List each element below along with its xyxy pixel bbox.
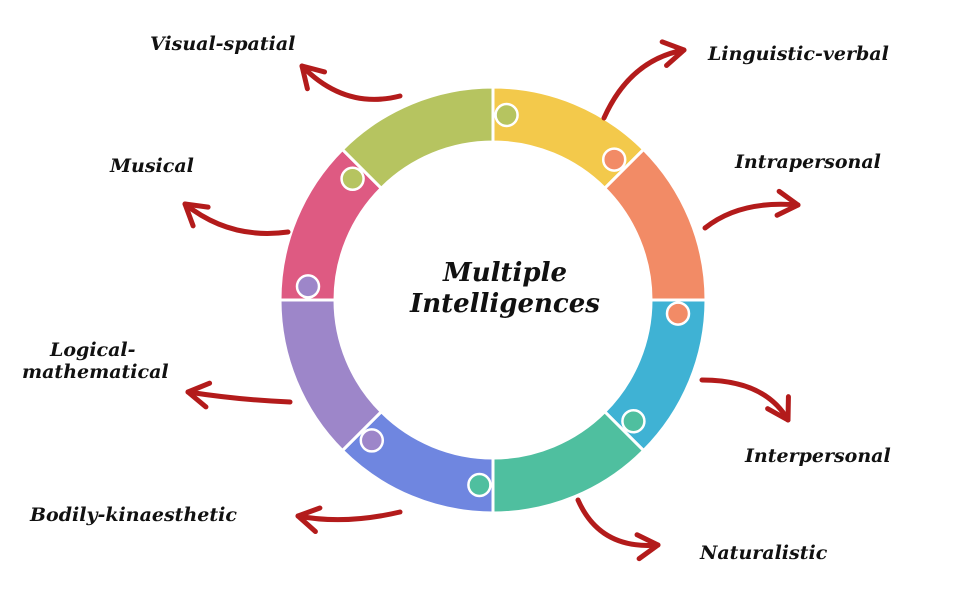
arrow-interpersonal-head [765, 394, 791, 423]
arrow-logical-mathematical-head [185, 380, 213, 410]
arrow-logical-mathematical [185, 380, 293, 410]
ring-segment-logical [278, 298, 384, 453]
puzzle-knob [494, 102, 519, 128]
center-title-line1: Multiple [442, 258, 568, 288]
arrow-visual-spatial-shaft [299, 63, 403, 102]
arrow-bodily-kinaesthetic [295, 505, 403, 535]
label-logical-line2: mathematical [22, 360, 169, 383]
arrow-visual-spatial [299, 63, 403, 102]
arrow-naturalistic-shaft [575, 497, 661, 548]
arrow-linguistic-verbal-head [659, 39, 687, 68]
ring-segment-naturalistic [491, 409, 646, 515]
label-interpersonal: Interpersonal [745, 445, 891, 467]
arrow-linguistic-verbal-shaft [601, 47, 687, 121]
arrow-musical-head [182, 201, 211, 229]
ring-segment-visual [340, 85, 495, 191]
label-logical-mathematical: Logical- mathematical [22, 339, 169, 384]
puzzle-knob [601, 147, 627, 172]
label-intrapersonal: Intrapersonal [735, 151, 881, 173]
puzzle-ring [278, 85, 708, 515]
arrow-interpersonal [699, 377, 791, 423]
puzzle-knob [467, 472, 492, 498]
arrow-intrapersonal-head [774, 188, 801, 218]
label-logical-line1: Logical- [50, 339, 136, 361]
label-bodily-kinaesthetic: Bodily-kinaesthetic [30, 504, 237, 526]
arrow-musical [182, 201, 291, 236]
label-musical: Musical [110, 155, 194, 177]
puzzle-knob [621, 408, 646, 434]
arrow-visual-spatial-head [299, 63, 328, 92]
puzzle-knob [295, 274, 321, 299]
puzzle-knob [665, 301, 691, 326]
arrow-intrapersonal [702, 188, 801, 231]
label-visual-spatial: Visual-spatial [150, 33, 296, 55]
label-naturalistic: Naturalistic [700, 542, 828, 564]
arrow-naturalistic [575, 497, 661, 562]
puzzle-knob [359, 428, 385, 453]
arrow-bodily-kinaesthetic-shaft [295, 509, 403, 523]
arrow-intrapersonal-shaft [702, 201, 801, 231]
arrows-group [182, 39, 801, 562]
center-title: Multiple Intelligences [380, 258, 630, 320]
arrow-bodily-kinaesthetic-head [295, 505, 323, 535]
arrow-linguistic-verbal [601, 39, 687, 121]
label-linguistic-verbal: Linguistic-verbal [708, 43, 889, 65]
puzzle-knob [340, 166, 365, 192]
arrow-musical-shaft [182, 201, 291, 236]
arrow-naturalistic-head [634, 532, 661, 562]
arrow-interpersonal-shaft [699, 377, 791, 423]
center-title-line2: Intelligences [410, 289, 600, 320]
arrow-logical-mathematical-shaft [185, 389, 293, 405]
